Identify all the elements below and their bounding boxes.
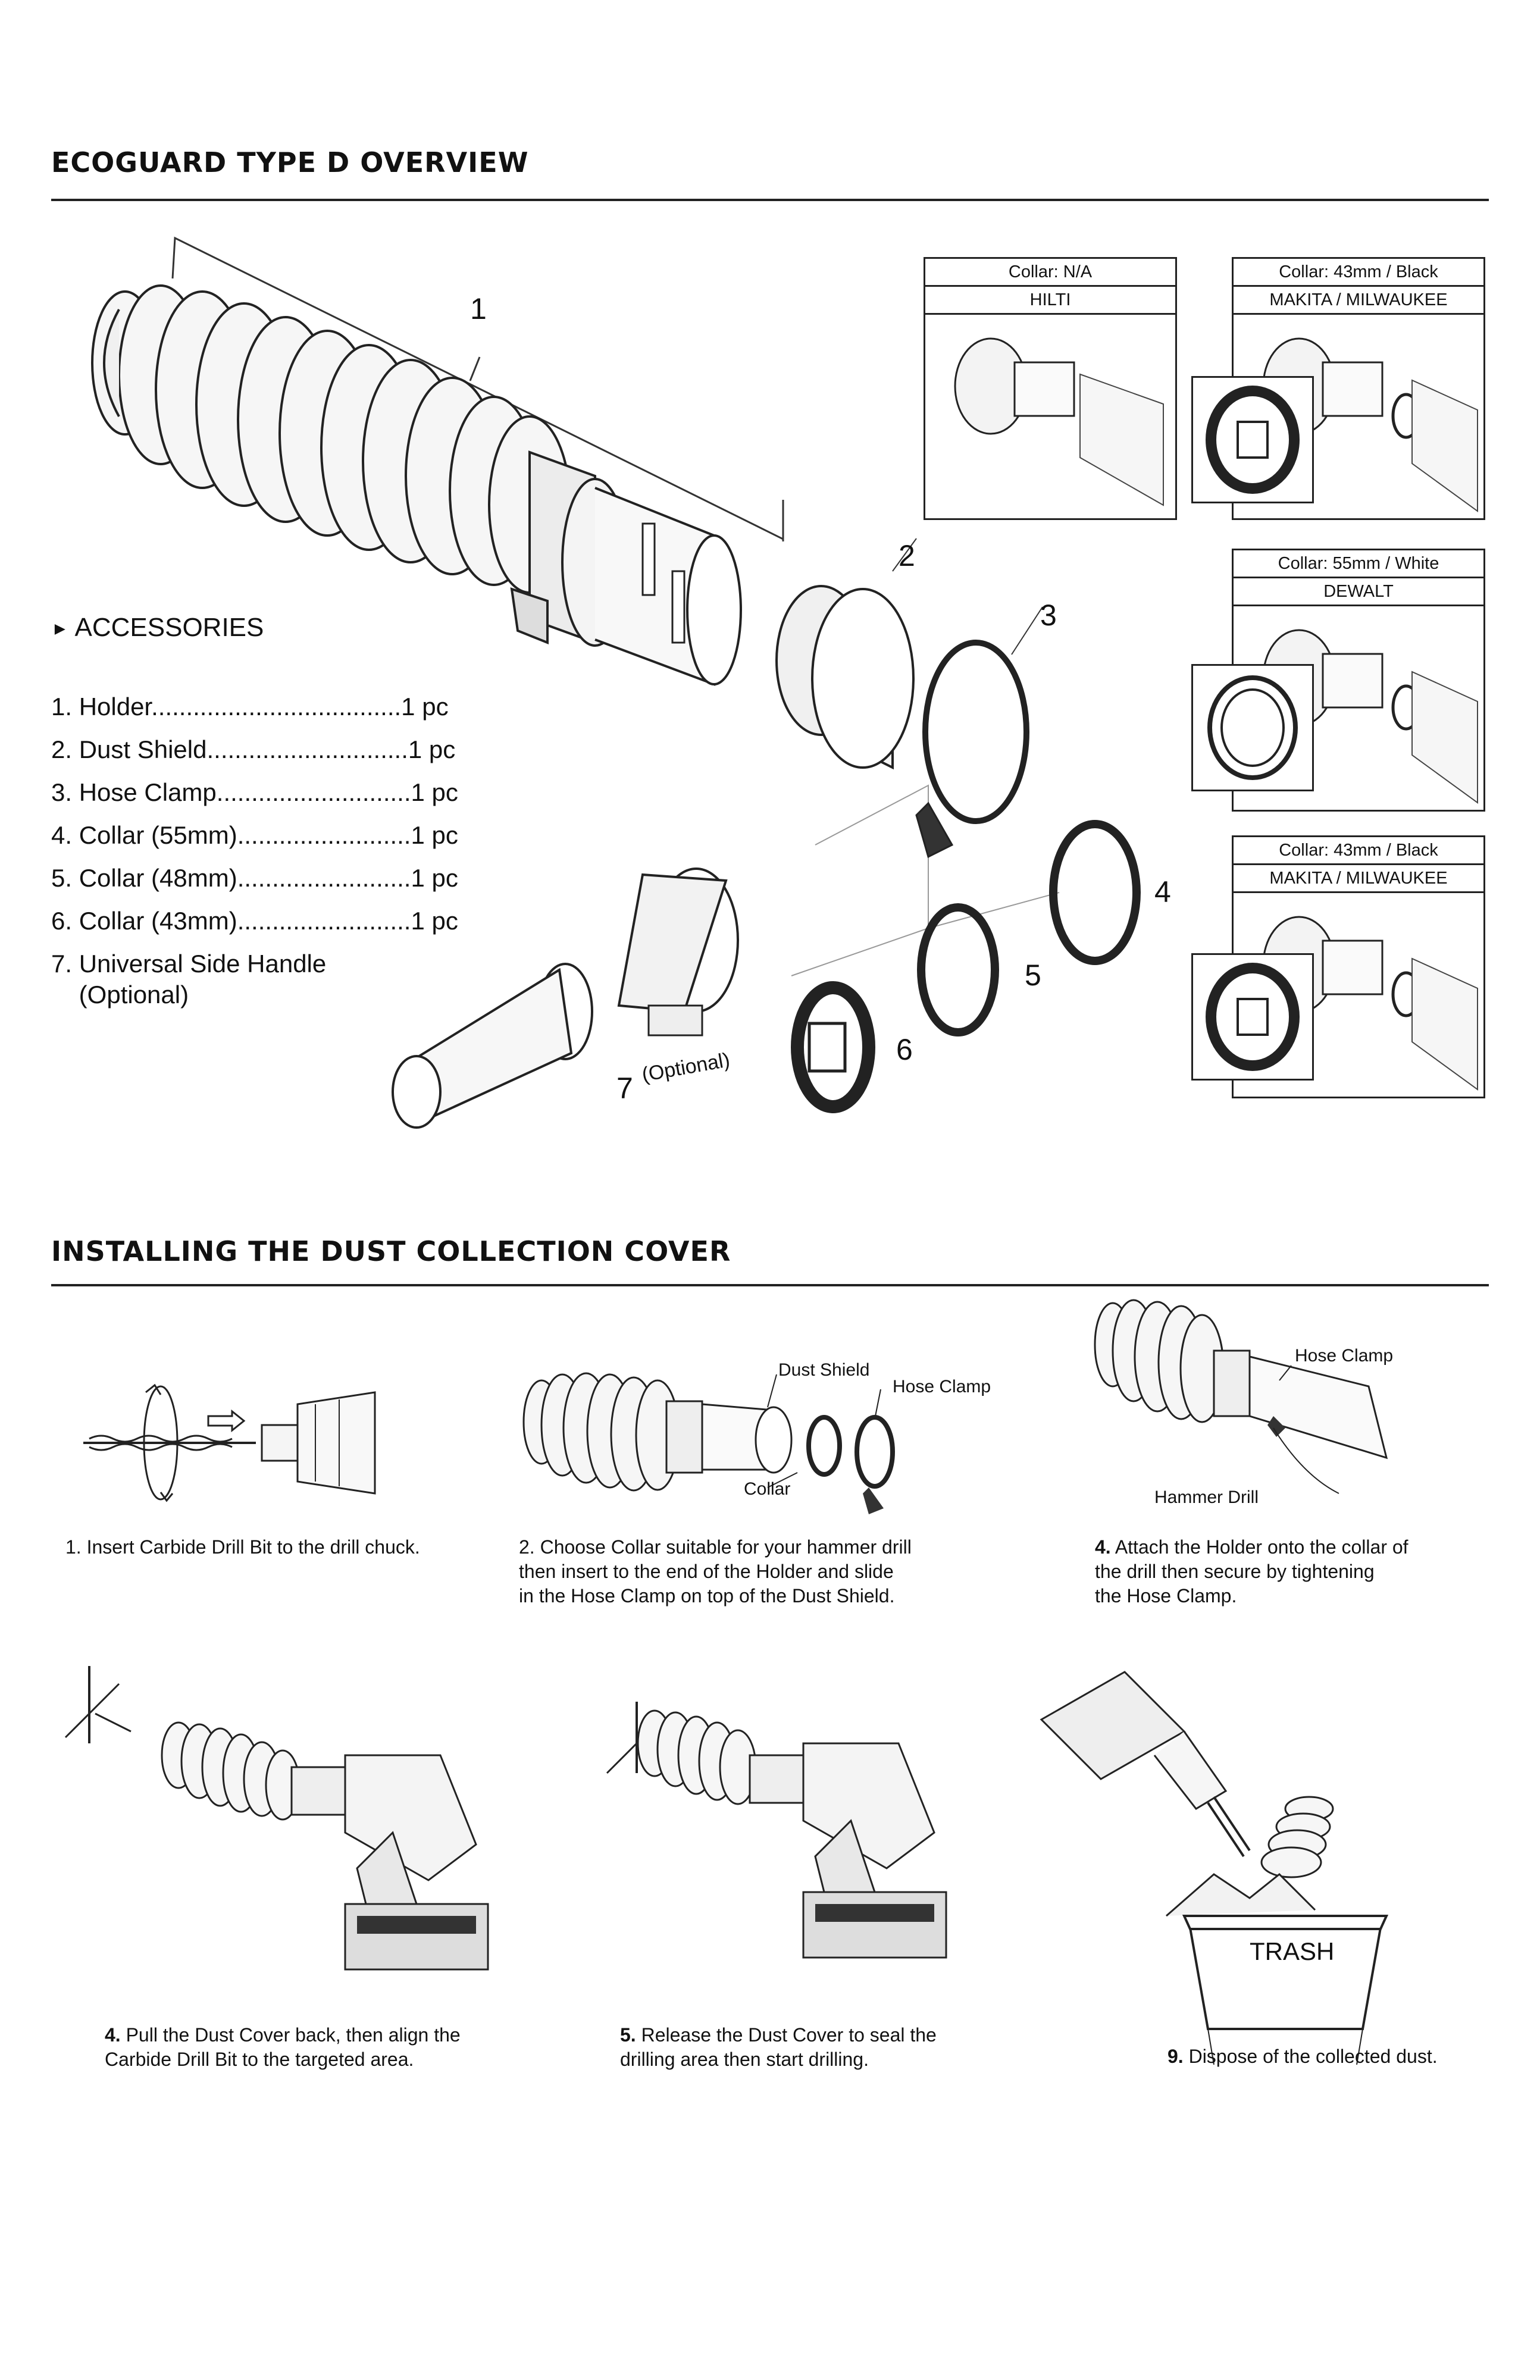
step-text: 1. Insert Carbide Drill Bit to the drill… [65, 1536, 420, 1558]
panel-collar-label: Collar: 43mm / Black [1234, 259, 1483, 287]
step-number: 4. [1095, 1536, 1111, 1558]
part-number-1: 1 [470, 292, 487, 325]
collar-inset-55mm [1191, 664, 1314, 791]
trash-label: TRASH [1250, 1937, 1335, 1965]
step2-illustration [522, 1372, 895, 1514]
triangle-bullet-icon: ► [51, 619, 69, 639]
step-text: Pull the Dust Cover back, then align the… [105, 2024, 461, 2070]
step1-illustration [83, 1383, 376, 1502]
step-number: 9. [1167, 2046, 1184, 2067]
step9-illustration [1040, 1671, 1389, 2065]
step-caption-2: 2. Choose Collar suitable for your hamme… [519, 1535, 983, 1608]
accessories-list: 1. Holder...............................… [51, 693, 458, 1012]
part-number-4: 4 [1154, 875, 1171, 909]
step4-illustration [64, 1666, 489, 1971]
accessory-item: 5. Collar (48mm)........................… [51, 864, 458, 892]
install-heading: INSTALLING THE DUST COLLECTION COVER [51, 1235, 731, 1267]
step5-illustration [606, 1702, 947, 1959]
overview-heading: ECOGUARD TYPE D OVERVIEW [51, 146, 529, 178]
panel-brand-label: DEWALT [1234, 578, 1483, 606]
part-number-6: 6 [896, 1033, 913, 1066]
panel-brand-label: MAKITA / MILWAUKEE [1234, 287, 1483, 315]
callout-hose-clamp-2: Hose Clamp [1295, 1346, 1394, 1366]
panel-brand-label: HILTI [925, 287, 1175, 315]
overview-rule [51, 199, 1489, 201]
step-text: Release the Dust Cover to seal the drill… [620, 2024, 937, 2070]
panel-collar-label: Collar: N/A [925, 259, 1175, 287]
step-text: Attach the Holder onto the collar of the… [1095, 1536, 1408, 1606]
collar-55mm-icon [1207, 675, 1298, 780]
parts-illustration [775, 538, 1141, 1113]
accessories-title-text: ACCESSORIES [74, 613, 264, 642]
callout-hose-clamp: Hose Clamp [893, 1377, 991, 1396]
step-caption-9: 9. Dispose of the collected dust. [1167, 2044, 1501, 2069]
accessory-item: 6. Collar (43mm)........................… [51, 907, 458, 935]
accessory-item: 3. Hose Clamp...........................… [51, 778, 458, 806]
part-number-3: 3 [1040, 599, 1057, 632]
step-caption-5: 5. Release the Dust Cover to seal the dr… [620, 2023, 1037, 2072]
part-number-2: 2 [899, 539, 915, 572]
collar-43mm-icon [1206, 386, 1300, 494]
accessory-item: 7. Universal Side Handle [51, 950, 327, 978]
step-text: Dispose of the collected dust. [1183, 2046, 1438, 2067]
panel-collar-label: Collar: 55mm / White [1234, 550, 1483, 578]
accessory-item: 1. Holder...............................… [51, 693, 449, 721]
part-number-7: 7 [616, 1072, 633, 1105]
drill-with-holder-icon [1262, 916, 1478, 1091]
drill-with-holder-icon [954, 337, 1164, 506]
collar-inset-43mm-2 [1191, 953, 1314, 1081]
step-caption-3: 4. Attach the Holder onto the collar of … [1095, 1535, 1482, 1608]
install-rule [51, 1284, 1489, 1286]
step-number: 4. [105, 2024, 121, 2046]
step-number: 5. [620, 2024, 636, 2046]
collar-43mm-icon [1206, 963, 1300, 1071]
step-text: 2. Choose Collar suitable for your hamme… [519, 1536, 912, 1606]
accessory-item: 2. Dust Shield..........................… [51, 735, 456, 763]
collar-inset-43mm-1 [1191, 376, 1314, 503]
step-caption-1: 1. Insert Carbide Drill Bit to the drill… [65, 1535, 482, 1559]
accessory-item: 4. Collar (55mm)........................… [51, 821, 458, 849]
step3-illustration [1094, 1299, 1388, 1494]
callout-dust-shield: Dust Shield [778, 1360, 870, 1380]
part-number-5: 5 [1025, 959, 1041, 992]
panel-collar-label: Collar: 43mm / Black [1234, 837, 1483, 865]
step-caption-4: 4. Pull the Dust Cover back, then align … [105, 2023, 521, 2072]
callout-hammer-drill: Hammer Drill [1154, 1488, 1259, 1507]
holder-illustration [91, 236, 784, 1129]
panel-brand-label: MAKITA / MILWAUKEE [1234, 865, 1483, 893]
accessories-title: ► ACCESSORIES [51, 613, 264, 643]
callout-collar: Collar [744, 1479, 791, 1499]
accessory-item: (Optional) [51, 981, 189, 1009]
collar-panel-hilti: Collar: N/A HILTI [924, 257, 1177, 520]
